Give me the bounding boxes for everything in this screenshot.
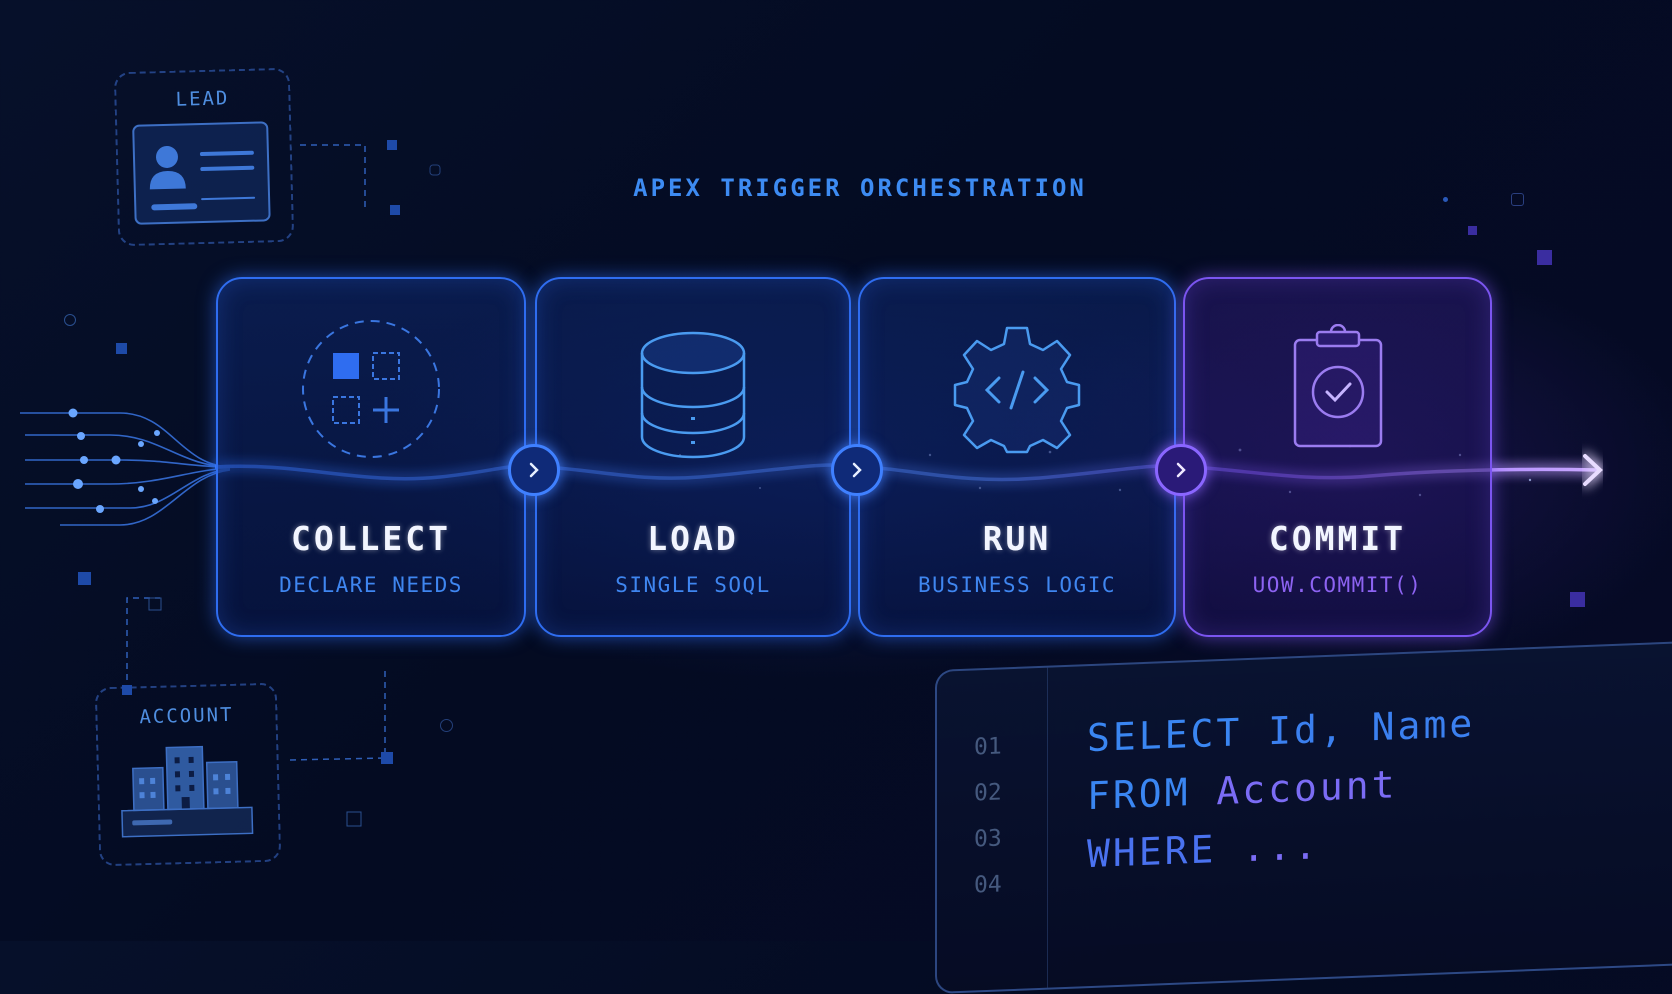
stage-subtitle: SINGLE SOQL xyxy=(615,573,771,597)
input-fibers-icon xyxy=(20,412,231,526)
code-line: FROM Account xyxy=(1087,762,1398,818)
code-keyword: WHERE xyxy=(1087,827,1217,877)
stage-title: LOAD xyxy=(647,519,739,558)
contact-card-icon xyxy=(132,121,271,225)
database-icon xyxy=(640,331,746,459)
line-number-gutter: 01 02 03 04 xyxy=(937,667,1048,992)
fiber-nodes-icon xyxy=(68,408,160,513)
line-number: 02 xyxy=(974,779,1002,807)
stage-card-load[interactable]: LOAD SINGLE SOQL xyxy=(535,277,851,637)
stage-card-run[interactable]: RUN BUSINESS LOGIC xyxy=(858,277,1176,637)
stage-title: COLLECT xyxy=(290,519,452,558)
stage-title: RUN xyxy=(982,519,1052,558)
code-keyword: SELECT xyxy=(1087,710,1243,761)
code-text: ... xyxy=(1242,823,1320,871)
clipboard-check-icon xyxy=(1293,324,1382,448)
decor-square-icon xyxy=(1570,592,1585,607)
stage-subtitle: DECLARE NEEDS xyxy=(279,573,463,597)
decor-square-icon xyxy=(1537,250,1552,265)
account-connector-line xyxy=(122,597,393,827)
code-text: Id, Name xyxy=(1268,701,1476,754)
decor-square-icon xyxy=(78,572,91,585)
code-text: Account xyxy=(1216,762,1398,814)
decor-dot-icon xyxy=(1443,197,1448,202)
lead-label: LEAD xyxy=(175,87,230,111)
stage-subtitle: BUSINESS LOGIC xyxy=(917,573,1116,597)
code-line: SELECT Id, Name xyxy=(1087,701,1475,760)
gear-code-icon xyxy=(953,326,1081,454)
lead-connector-line xyxy=(300,140,441,215)
decor-circle-icon xyxy=(64,314,76,326)
line-number: 03 xyxy=(974,825,1002,853)
decor-square-icon xyxy=(1468,226,1477,235)
stage-title: COMMIT xyxy=(1268,519,1407,558)
line-number: 04 xyxy=(974,871,1002,899)
chevron-right-icon xyxy=(1176,462,1186,478)
stage-card-commit[interactable]: COMMIT UOW.COMMIT() xyxy=(1183,277,1492,637)
chevron-right-icon xyxy=(852,462,862,478)
connector-collect-load[interactable] xyxy=(508,444,560,496)
lead-source-card: LEAD xyxy=(113,67,295,247)
decor-square-icon xyxy=(116,343,127,354)
diagram-title: APEX TRIGGER ORCHESTRATION xyxy=(633,174,1087,202)
stage-subtitle: UOW.COMMIT() xyxy=(1252,573,1423,597)
stage-card-collect[interactable]: COLLECT DECLARE NEEDS xyxy=(216,277,526,637)
collect-grid-icon xyxy=(302,320,440,458)
line-number: 01 xyxy=(974,733,1002,761)
decor-square-outline-icon xyxy=(1511,193,1524,206)
chevron-right-icon xyxy=(529,462,539,478)
building-icon xyxy=(121,745,254,838)
connector-run-commit[interactable] xyxy=(1155,444,1207,496)
flow-end-arrow-icon xyxy=(1583,454,1603,486)
code-keyword: FROM xyxy=(1087,770,1191,819)
connector-load-run[interactable] xyxy=(831,444,883,496)
code-line: WHERE ... xyxy=(1087,823,1320,876)
account-source-card: ACCOUNT xyxy=(94,682,282,867)
decor-circle-icon xyxy=(440,719,453,732)
